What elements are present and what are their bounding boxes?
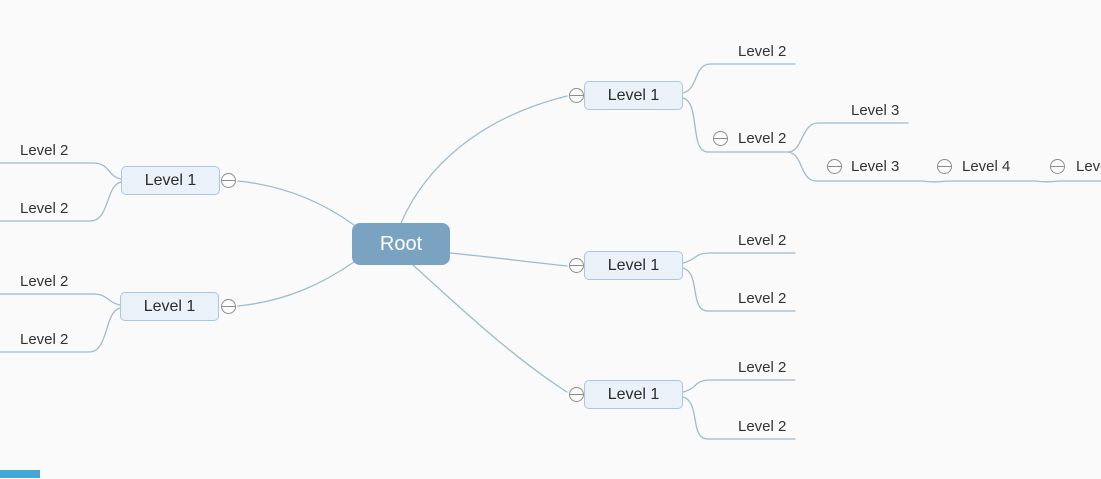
- collapse-expander-icon[interactable]: [569, 387, 584, 402]
- node-level2-right-mid-a[interactable]: Level 2: [738, 232, 787, 249]
- link-level3-chain: [787, 151, 1101, 183]
- link-root-to-level1-left-top: [237, 180, 355, 226]
- node-level2-left-top-a[interactable]: Level 2: [20, 142, 69, 159]
- node-level1-left-top[interactable]: Level 1: [121, 166, 220, 195]
- collapse-expander-icon[interactable]: [569, 88, 584, 103]
- node-level2-right-top-a[interactable]: Level 2: [738, 43, 787, 60]
- link-left-bottom-child-b: [0, 307, 121, 353]
- collapse-expander-icon[interactable]: [221, 173, 236, 188]
- node-level2-left-top-b[interactable]: Level 2: [20, 200, 69, 217]
- link-right-top-child-b: [682, 97, 789, 153]
- node-level1-right-mid[interactable]: Level 1: [584, 251, 683, 280]
- collapse-expander-icon[interactable]: [569, 258, 584, 273]
- root-node[interactable]: Root: [352, 223, 450, 265]
- collapse-expander-icon[interactable]: [1050, 159, 1065, 174]
- link-root-to-level1-right-mid: [449, 252, 568, 267]
- node-level2-right-mid-b[interactable]: Level 2: [738, 290, 787, 307]
- node-level2-left-bottom-b[interactable]: Level 2: [20, 331, 69, 348]
- collapse-expander-icon[interactable]: [713, 131, 728, 146]
- node-level3-leaf[interactable]: Level 3: [851, 102, 900, 119]
- node-level1-right-top[interactable]: Level 1: [584, 81, 683, 110]
- node-level1-right-bottom[interactable]: Level 1: [584, 380, 683, 409]
- link-right-top-child-a: [682, 63, 796, 94]
- horizontal-scrollbar-thumb[interactable]: [0, 470, 40, 478]
- link-right-mid-child-b: [682, 267, 796, 312]
- node-label: Level 1: [143, 297, 196, 315]
- link-right-bottom-child-a: [682, 379, 796, 393]
- node-level2-right-bottom-b[interactable]: Level 2: [738, 418, 787, 435]
- link-right-bottom-child-b: [682, 396, 796, 440]
- node-level5-clipped[interactable]: Level 5: [1076, 158, 1101, 175]
- root-node-label: Root: [379, 232, 423, 255]
- link-left-top-child-a: [0, 162, 122, 180]
- collapse-expander-icon[interactable]: [827, 159, 842, 174]
- link-level3-leaf: [787, 122, 909, 153]
- node-level2-right-top-b[interactable]: Level 2: [738, 130, 787, 147]
- link-root-to-level1-right-bottom: [412, 264, 568, 393]
- node-label: Level 1: [607, 256, 660, 274]
- node-level1-left-bottom[interactable]: Level 1: [120, 292, 219, 321]
- link-left-bottom-child-a: [0, 293, 121, 306]
- node-level4[interactable]: Level 4: [962, 158, 1011, 175]
- link-left-top-child-b: [0, 181, 122, 222]
- node-level2-right-bottom-a[interactable]: Level 2: [738, 359, 787, 376]
- node-level3-chain[interactable]: Level 3: [851, 158, 900, 175]
- link-root-to-level1-right-top: [400, 95, 568, 224]
- node-label: Level 1: [607, 86, 660, 104]
- node-label: Level 1: [607, 385, 660, 403]
- node-level2-left-bottom-a[interactable]: Level 2: [20, 273, 69, 290]
- collapse-expander-icon[interactable]: [221, 299, 236, 314]
- collapse-expander-icon[interactable]: [937, 159, 952, 174]
- link-right-mid-child-a: [682, 252, 796, 264]
- link-root-to-level1-left-bottom: [237, 261, 355, 307]
- node-label: Level 1: [144, 171, 197, 189]
